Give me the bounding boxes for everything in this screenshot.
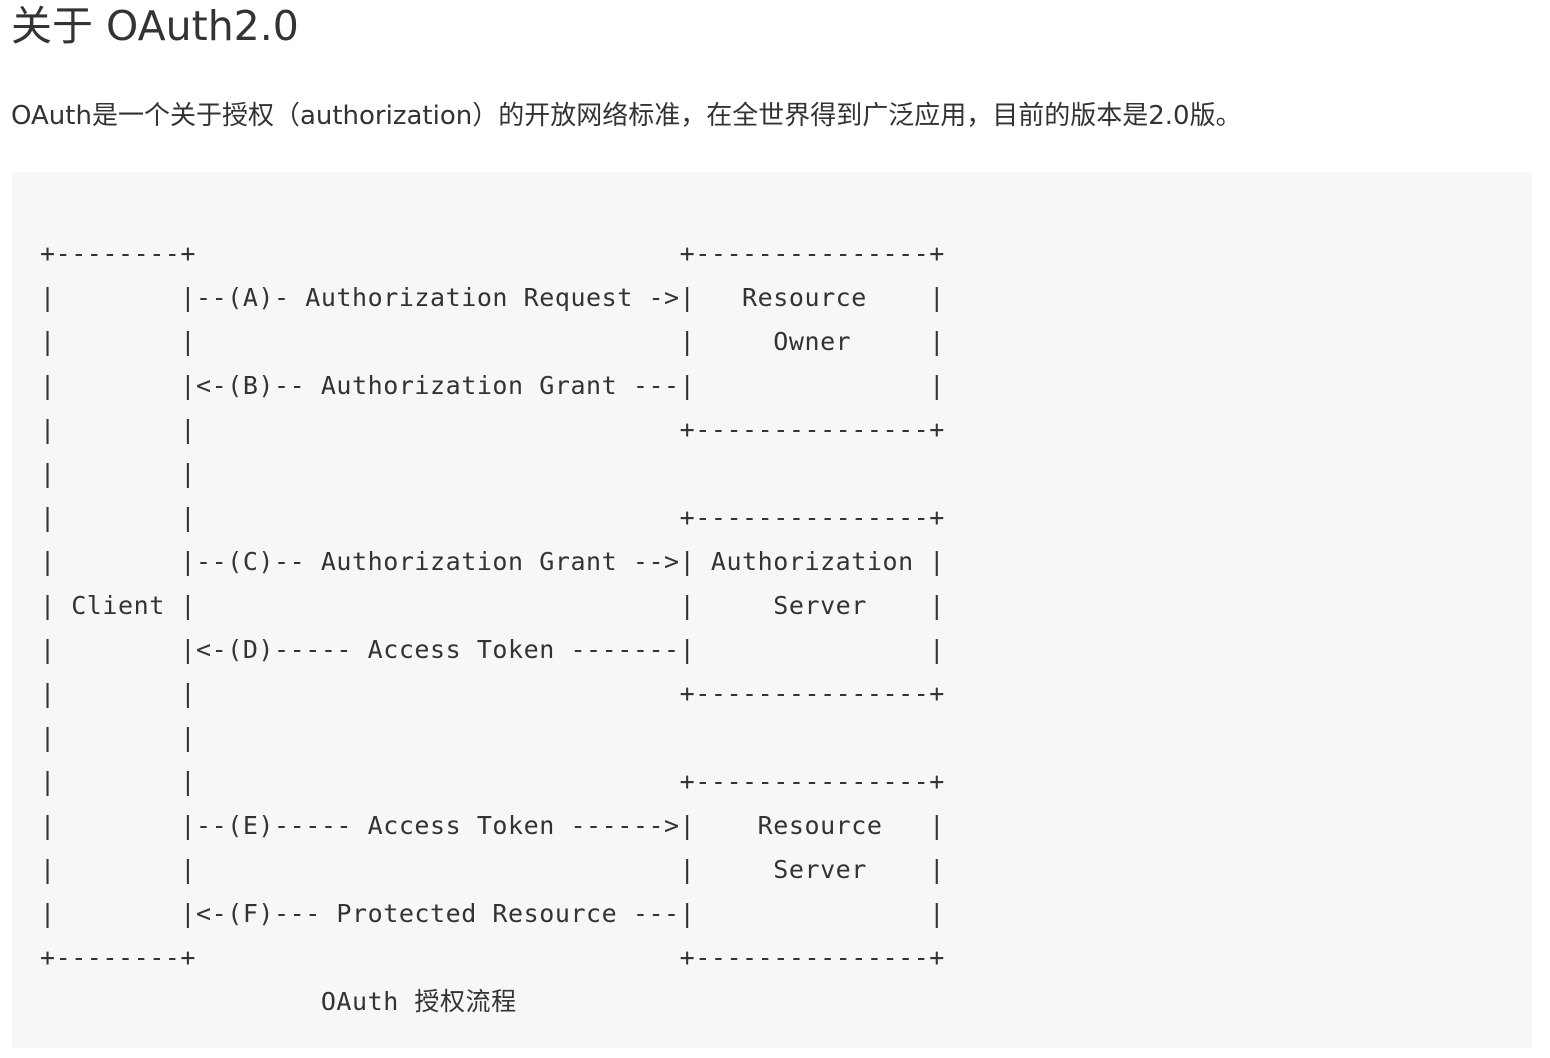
- diagram-line: | |<-(B)-- Authorization Grant ---| |: [40, 371, 945, 400]
- diagram-line: | |<-(F)--- Protected Resource ---| |: [40, 899, 945, 928]
- diagram-line: | | +---------------+: [40, 679, 945, 708]
- intro-paragraph: OAuth是一个关于授权（authorization）的开放网络标准，在全世界得…: [11, 101, 1242, 131]
- diagram-caption: OAuth 授权流程: [40, 987, 517, 1016]
- diagram-line: | |--(C)-- Authorization Grant -->| Auth…: [40, 547, 945, 576]
- diagram-line: | | | Owner |: [40, 327, 945, 356]
- diagram-line: | |: [40, 459, 197, 488]
- diagram-line: | | +---------------+: [40, 415, 945, 444]
- diagram-line: +--------+ +---------------+: [40, 943, 945, 972]
- diagram-line: | | | Server |: [40, 855, 945, 884]
- diagram-line: | | +---------------+: [40, 503, 945, 532]
- diagram-line: | |<-(D)----- Access Token -------| |: [40, 635, 945, 664]
- diagram-line: | |--(E)----- Access Token ------>| Reso…: [40, 811, 945, 840]
- diagram-line: | |: [40, 723, 197, 752]
- diagram-line: | |--(A)- Authorization Request ->| Reso…: [40, 283, 945, 312]
- diagram-line: | Client | | Server |: [40, 591, 945, 620]
- diagram-line: | | +---------------+: [40, 767, 945, 796]
- page-title: 关于 OAuth2.0: [11, 2, 299, 50]
- diagram-line: +--------+ +---------------+: [40, 239, 945, 268]
- code-block: [12, 172, 1532, 1048]
- oauth-flow-diagram: +--------+ +---------------+ | |--(A)- Au…: [40, 232, 945, 1024]
